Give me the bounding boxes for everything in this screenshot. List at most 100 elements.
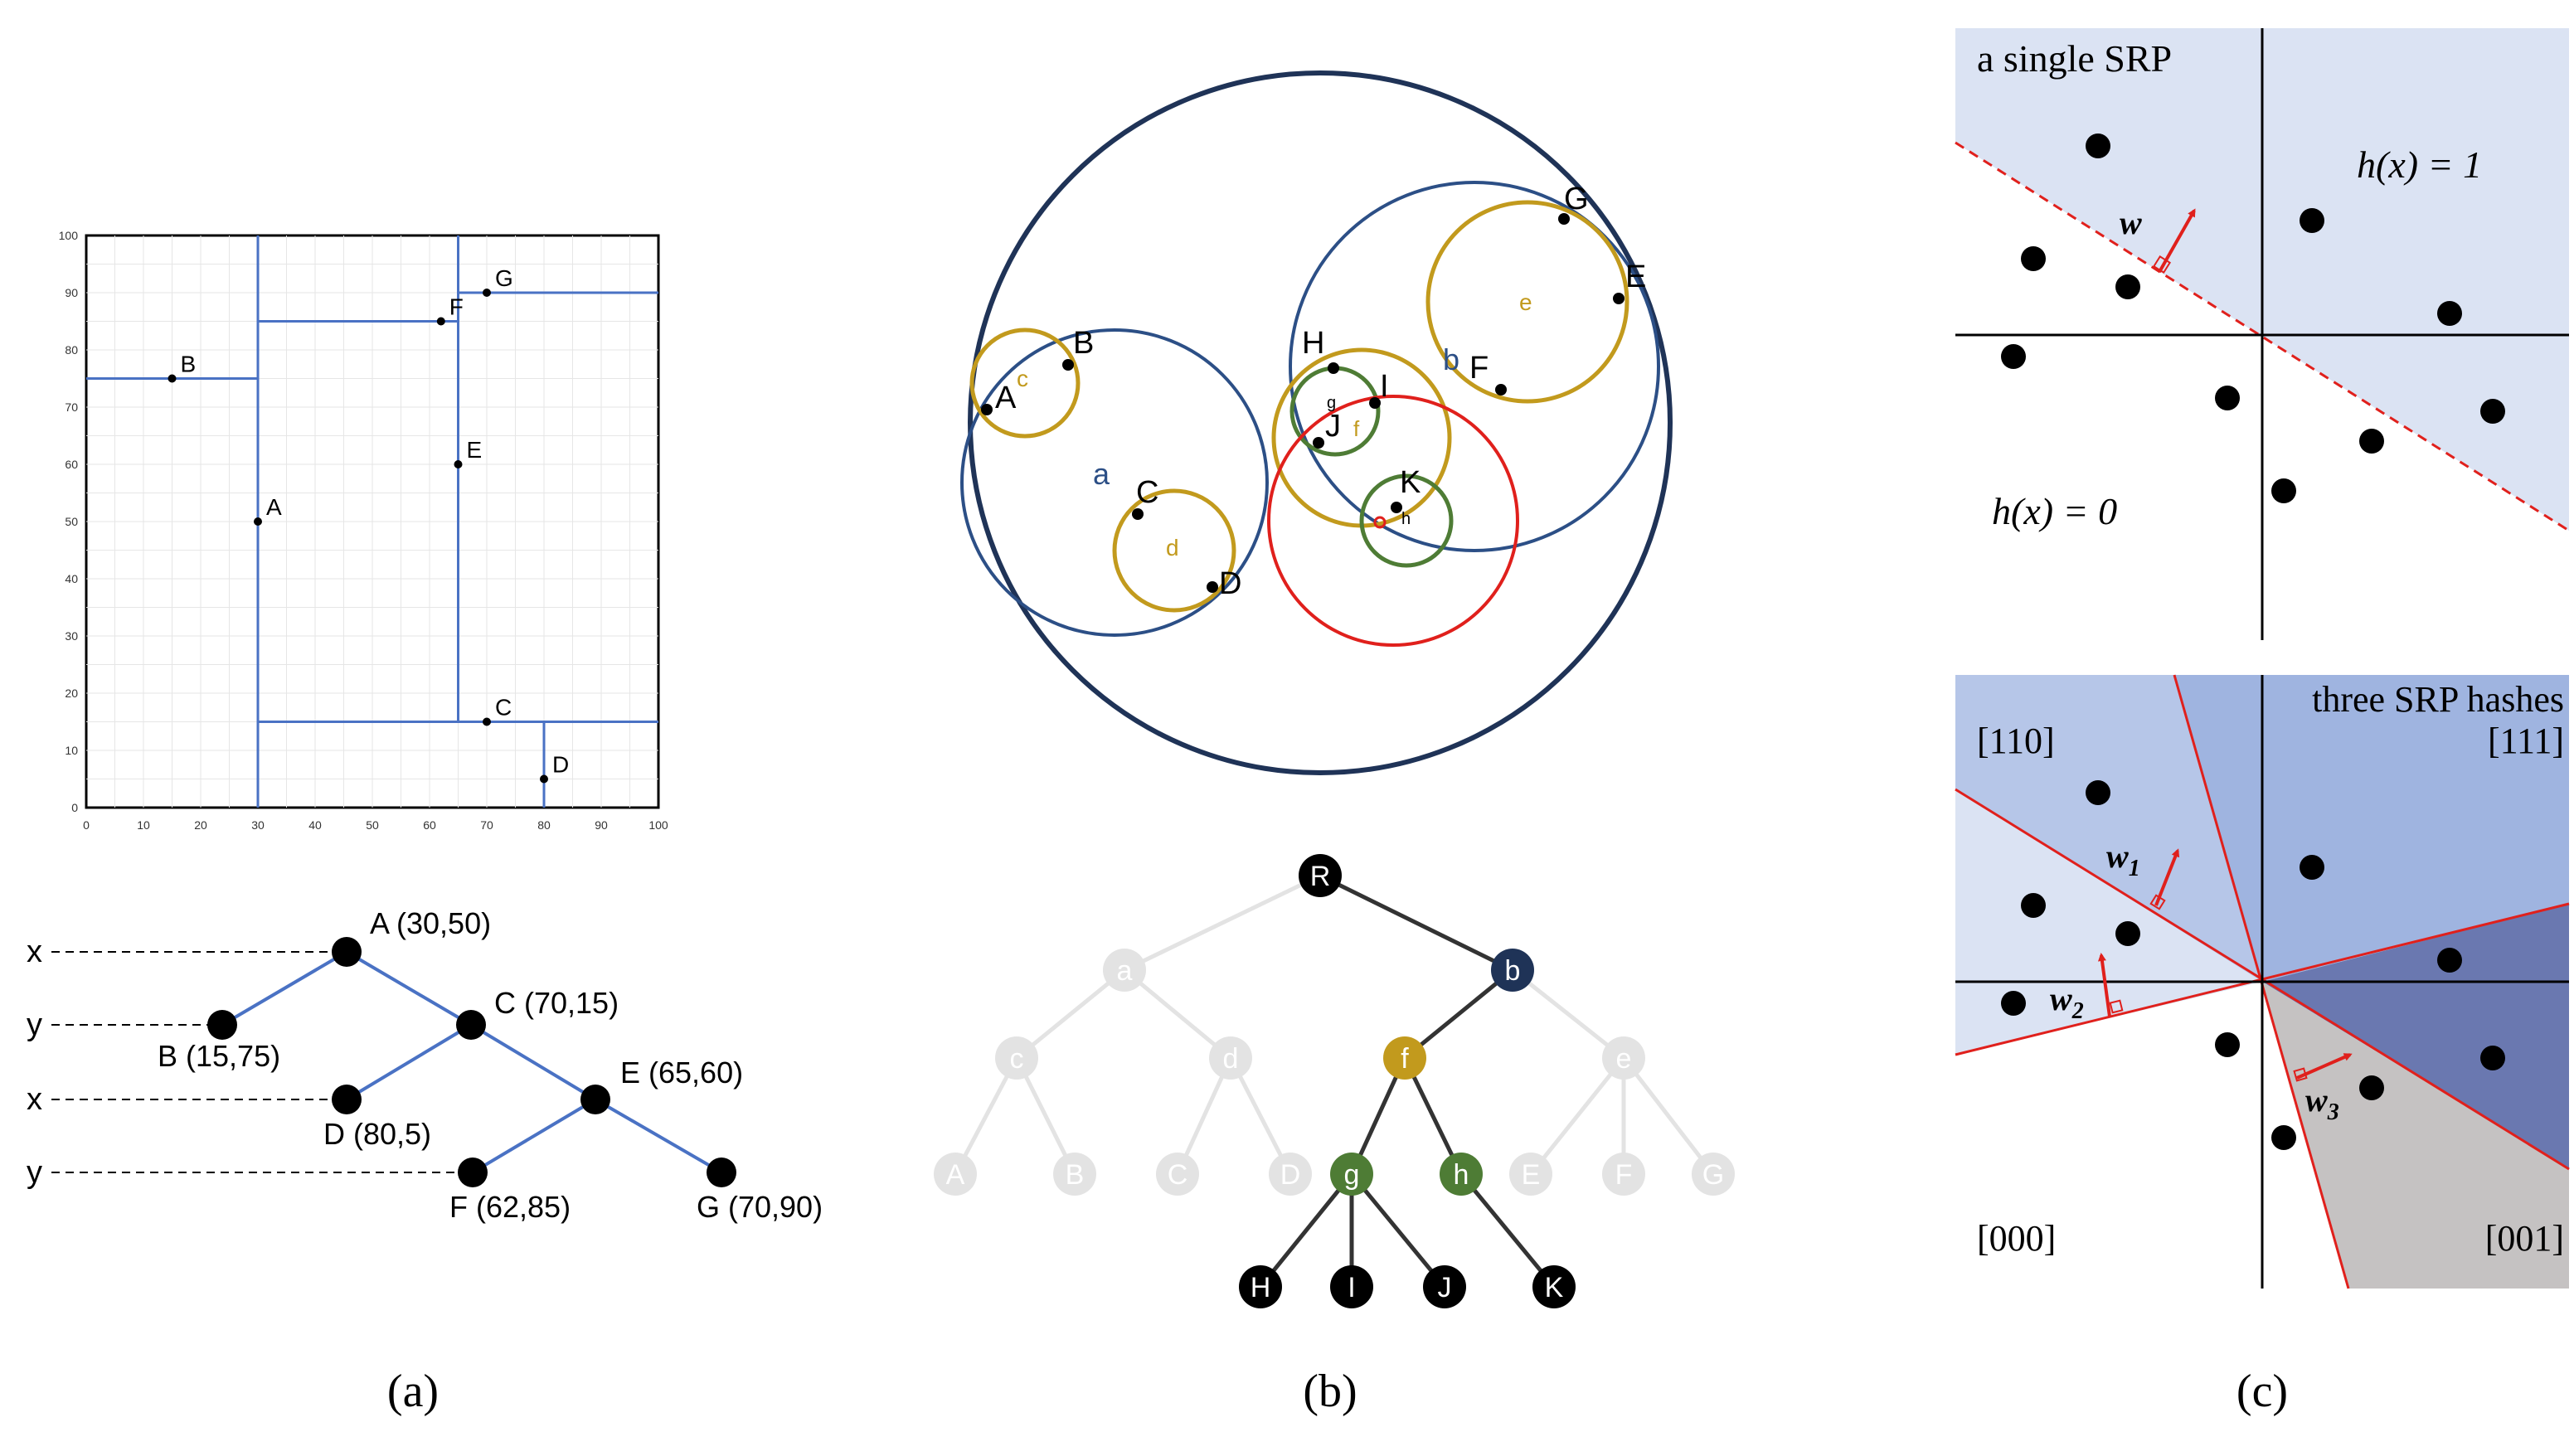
ball-label-e: e: [1519, 289, 1532, 315]
ball-label-c: c: [1017, 366, 1028, 391]
tree-node-d: [1209, 1036, 1252, 1080]
edge-d-d: [1228, 1056, 1293, 1176]
level-label-3: x: [27, 1082, 42, 1117]
edge-a-b: [221, 950, 348, 1026]
w1-arrow: [2154, 848, 2180, 906]
point-e: [1613, 293, 1625, 304]
edge-e-g: [594, 1098, 723, 1174]
edge-c-e: [469, 1023, 597, 1101]
query-ball: [1267, 395, 1519, 647]
edge-g-j: [1350, 1172, 1446, 1289]
kd-level-lines: [51, 951, 459, 1173]
ball-tree-points: [981, 213, 1625, 593]
srp-point: [2300, 208, 2324, 233]
srp-top-title: a single SRP: [1977, 37, 2172, 80]
srp-point: [2086, 780, 2110, 805]
y-tick-label: 50: [65, 515, 78, 528]
code-000: [000]: [1977, 1218, 2056, 1259]
tree-label-c: c: [1010, 1043, 1024, 1075]
point-label-h: H: [1302, 326, 1324, 361]
region-101: [2262, 904, 2569, 1169]
level-label-4: y: [27, 1155, 42, 1190]
edge-a-d: [1123, 968, 1232, 1060]
point-label-c: C: [1136, 475, 1158, 510]
tree-leaf-c: [1156, 1153, 1199, 1196]
srp-top-h1-label: h(x) = 1: [2357, 143, 2482, 186]
kd-point-a: [254, 517, 262, 526]
point-d: [1207, 581, 1218, 593]
edge-b-f: [1403, 968, 1514, 1060]
ball-tree-hierarchy: R a b c d f e A B C D g h E F G H I J K: [934, 854, 1735, 1308]
srp-point: [2437, 948, 2462, 973]
panel-c-single-srp: a single SRP h(x) = 1 h(x) = 0 w: [1955, 28, 2570, 640]
x-tick-label: 40: [308, 818, 322, 832]
tree-node-g: [1330, 1153, 1373, 1196]
code-001: [001]: [2485, 1218, 2564, 1259]
y-tick-label: 40: [65, 572, 78, 585]
point-g: [1558, 213, 1570, 225]
kd-point-label-c: C: [495, 695, 512, 721]
edge-h-k: [1459, 1172, 1556, 1289]
ball-label-a: a: [1093, 457, 1110, 491]
x-tick-label: 30: [251, 818, 265, 832]
srp-top-w-arrow: [2158, 208, 2196, 273]
tree-leaf-h: [1239, 1265, 1282, 1308]
hierarchy-node-labels: R a b c d f e A B C D g h E F G H I J K: [946, 861, 1725, 1303]
kd-node-b: [207, 1010, 237, 1040]
w2-label: w2: [2050, 980, 2084, 1024]
srp-point: [2115, 274, 2140, 299]
srp-point: [2271, 1125, 2296, 1150]
tree-node-r: [1299, 854, 1342, 897]
kd-label-g: G (70,90): [697, 1190, 823, 1224]
tree-leaf-label-d: D: [1280, 1159, 1301, 1191]
tree-leaf-label-a: A: [946, 1159, 965, 1191]
x-tick-label: 0: [83, 818, 90, 832]
point-label-f: F: [1469, 351, 1489, 386]
kd-point-label-e: E: [467, 437, 483, 463]
srp-point: [2115, 921, 2140, 946]
w1-subscript: 1: [2129, 856, 2140, 881]
kd-label-e: E (65,60): [620, 1056, 743, 1090]
kd-point-label-b: B: [181, 352, 197, 377]
kd-point-label-a: A: [266, 494, 282, 520]
tree-leaf-i: [1330, 1265, 1373, 1308]
ball-a: [960, 328, 1269, 637]
srp-point: [2480, 1046, 2505, 1070]
tree-leaf-label-f: F: [1615, 1159, 1633, 1191]
point-a: [981, 404, 993, 415]
y-tick-label: 90: [65, 286, 78, 299]
point-f: [1495, 384, 1507, 396]
tree-leaf-b: [1053, 1153, 1096, 1196]
x-tick-label: 90: [595, 818, 608, 832]
w2-subscript: 2: [2071, 998, 2084, 1024]
edge-e-f: [471, 1098, 597, 1174]
srp-top-h0-label: h(x) = 0: [1992, 490, 2117, 532]
tree-node-c: [995, 1036, 1038, 1080]
ball-h: [1359, 473, 1454, 568]
w1-label: w1: [2106, 837, 2140, 881]
y-tick-label: 60: [65, 458, 78, 471]
kd-tree: x y x y A (30,50) B (15,75) C (70,15) D …: [27, 906, 823, 1224]
edge-r-b: [1319, 873, 1514, 973]
right-angle-2: [2109, 999, 2124, 1014]
tree-node-h: [1440, 1153, 1483, 1196]
kd-node-g: [707, 1158, 736, 1187]
tree-label-b: b: [1505, 955, 1521, 987]
srp-top-w-label: w: [2120, 204, 2142, 241]
srp-bottom-title: three SRP hashes: [2312, 679, 2564, 720]
ball-root: [968, 70, 1673, 775]
kd-tree-node-labels: A (30,50) B (15,75) C (70,15) D (80,5) E…: [158, 906, 823, 1224]
ball-label-h: h: [1401, 510, 1411, 528]
w2-arrow: [2097, 953, 2111, 1017]
kd-label-b: B (15,75): [158, 1039, 280, 1073]
kd-label-a: A (30,50): [370, 906, 491, 940]
ball-label-d: d: [1166, 535, 1179, 561]
edge-g-h: [1259, 1172, 1353, 1289]
tree-leaf-k: [1532, 1265, 1576, 1308]
tree-label-g: g: [1344, 1159, 1360, 1191]
x-tick-label: 10: [137, 818, 150, 832]
x-tick-label: 70: [480, 818, 493, 832]
tree-leaf-e: [1509, 1153, 1552, 1196]
w3-label: w3: [2305, 1081, 2339, 1125]
